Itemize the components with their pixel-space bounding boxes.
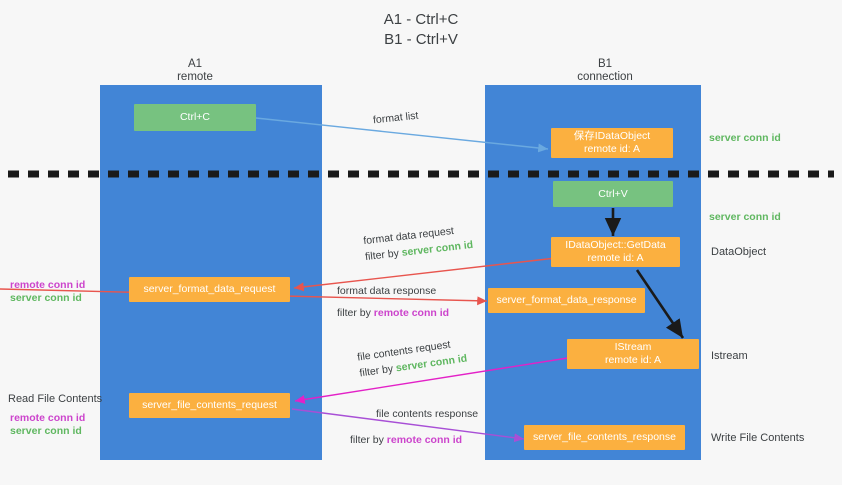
edge-label-format-data-request: format data request filter by server con… [363,223,474,264]
box-ctrl-c-label: Ctrl+C [179,111,211,123]
edge-label-file-contents-response-filter: filter by remote conn id [350,434,462,447]
box-istream[interactable]: IStream remote id: A [567,339,699,369]
left-label-remote-conn-id-1: remote conn id [10,279,86,291]
right-label-dataobject: DataObject [711,246,767,258]
edge-label-format-list: format list [372,110,419,128]
filter-prefix: filter by [350,434,387,446]
box-server-file-contents-request-label: server_file_contents_request [142,399,277,411]
box-server-format-data-response-label: server_format_data_response [496,294,637,306]
left-label-read-file-contents: Read File Contents [8,393,103,405]
filter-prefix: filter by [358,362,397,380]
right-label-write-file-contents: Write File Contents [711,432,805,444]
right-label-server-conn-id-top: server conn id [709,132,781,144]
title-line-1: A1 - Ctrl+C [383,11,459,28]
edge-label-format-data-response-text: format data response [337,285,437,297]
box-server-format-data-response[interactable]: server_format_data_response [488,288,645,313]
box-server-file-contents-response[interactable]: server_file_contents_response [524,425,685,450]
box-idataobject-getdata-line2: remote id: A [587,252,644,264]
filter-value-remote-conn-id: remote conn id [386,434,463,446]
filter-value-remote-conn-id: remote conn id [373,307,450,319]
box-server-file-contents-response-label: server_file_contents_response [532,431,676,443]
box-istream-line1: IStream [614,341,652,353]
page-title: A1 - Ctrl+C B1 - Ctrl+V [0,10,842,50]
filter-prefix: filter by [364,246,403,264]
box-save-idataobject[interactable]: 保存IDataObject remote id: A [551,128,673,158]
box-istream-line2: remote id: A [604,354,662,366]
box-ctrl-v-label: Ctrl+V [598,187,628,200]
box-server-file-contents-request[interactable]: server_file_contents_request [129,393,290,418]
right-label-istream: Istream [711,350,748,362]
edge-label-format-data-response-filter: filter by remote conn id [337,307,449,320]
left-label-remote-conn-id-2: remote conn id [10,412,86,424]
column-header-a1: A1 remote [130,58,260,84]
right-label-server-conn-id-mid: server conn id [709,211,781,223]
left-label-server-conn-id-2: server conn id [10,425,82,437]
edge-label-format-data-response: format data response filter by remote co… [337,285,449,320]
box-ctrl-v[interactable]: Ctrl+V [553,181,673,207]
title-line-2: B1 - Ctrl+V [384,31,458,48]
left-label-server-conn-id-1: server conn id [10,292,82,304]
column-b1-name: B1 [597,58,613,70]
column-a1-name: A1 [187,58,203,70]
box-idataobject-getdata-line1: IDataObject::GetData [565,239,666,251]
column-header-b1: B1 connection [540,58,670,84]
column-b1-sub: connection [577,71,633,83]
left-annotation-file-contents: remote conn id server conn id [10,412,85,438]
edge-label-file-contents-response-text: file contents response [376,408,479,420]
box-ctrl-c[interactable]: Ctrl+C [134,104,256,131]
box-save-idataobject-line2: remote id: A [583,143,641,155]
edge-label-format-list-text: format list [372,109,419,127]
column-a1-sub: remote [177,71,213,83]
box-server-format-data-request-label: server_format_data_request [143,283,276,295]
box-save-idataobject-line1: 保存IDataObject [573,130,651,142]
left-annotation-format: remote conn id server conn id [10,279,85,305]
box-idataobject-getdata[interactable]: IDataObject::GetData remote id: A [551,237,680,267]
edge-label-file-contents-response: file contents response [376,408,478,421]
filter-prefix: filter by [337,307,374,319]
edge-label-file-contents-request: file contents request filter by server c… [357,337,469,381]
box-server-format-data-request[interactable]: server_format_data_request [129,277,290,302]
